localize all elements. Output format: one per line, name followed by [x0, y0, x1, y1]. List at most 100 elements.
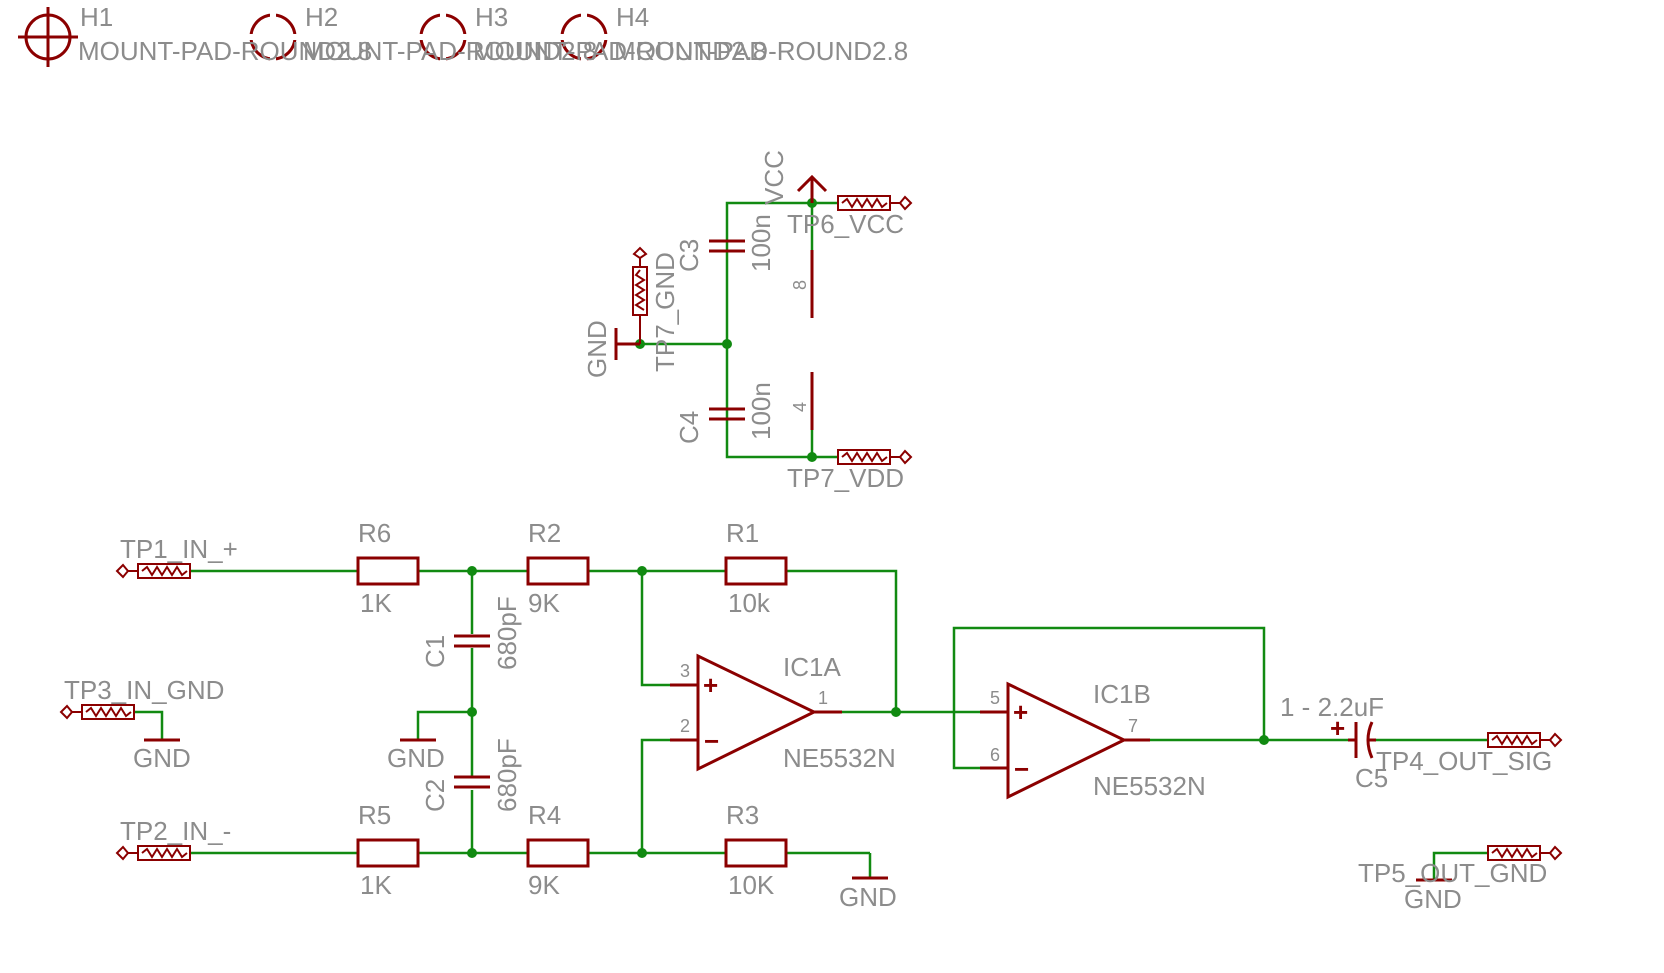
r4-ref: R4: [528, 800, 561, 830]
junction-d: [467, 848, 477, 858]
wire-ic1b-feedback: [952, 626, 1266, 770]
tp7-vdd-label: TP7_VDD: [787, 463, 904, 493]
ic1a-ref: IC1A: [783, 652, 841, 682]
tp7-gnd-label: TP7_GND: [650, 252, 680, 372]
ic1a-pin2: 2: [680, 716, 690, 736]
r5-ref: R5: [358, 800, 391, 830]
tp1-label: TP1_IN_+: [120, 534, 238, 564]
r1-value: 10k: [728, 588, 771, 618]
tp4-probe-icon: [1487, 732, 1563, 748]
capacitor-c2: [454, 775, 490, 789]
tp6-vcc-probe-icon: [837, 195, 913, 211]
ic1b-value: NE5532N: [1093, 771, 1206, 801]
junction-c: [467, 707, 477, 717]
r3-ref: R3: [726, 800, 759, 830]
resistor-r5: [356, 838, 420, 868]
r5-value: 1K: [360, 870, 392, 900]
c1-value: 680pF: [492, 596, 522, 670]
tp3-probe-icon: [59, 704, 135, 720]
wire-tp5: [1432, 851, 1488, 880]
r6-ref: R6: [358, 518, 391, 548]
c3-ref: C3: [674, 239, 704, 272]
ic1a-pin3: 3: [680, 661, 690, 681]
vcc-arrow-icon: [796, 174, 828, 203]
r4-value: 9K: [528, 870, 560, 900]
opamp-ic1b: [980, 681, 1150, 800]
h2-value: MOUNT-PAD-ROUND2.8: [303, 36, 597, 66]
ic1b-pin6: 6: [990, 745, 1000, 765]
h3-ref: H3: [475, 2, 508, 32]
ic1a-value: NE5532N: [783, 743, 896, 773]
c2-ref: C2: [420, 779, 450, 812]
mounting-hole-h4: [554, 7, 614, 67]
capacitor-c1: [454, 634, 490, 648]
capacitor-c5: [1348, 721, 1376, 759]
resistor-r6: [356, 556, 420, 586]
tp7-vdd-probe-icon: [837, 449, 913, 465]
c3-value: 100n: [746, 214, 776, 272]
tp2-probe-icon: [115, 845, 191, 861]
mounting-hole-h1: [18, 7, 78, 67]
opamp-ic1a: [670, 653, 842, 772]
capacitor-c3: [709, 239, 745, 253]
wire-cgnd: [416, 710, 472, 740]
ic1b-pin7: 7: [1128, 716, 1138, 736]
wire-r1-out: [786, 569, 898, 712]
resistor-r1: [724, 556, 788, 586]
ic1a-plus-sign: +: [703, 670, 718, 700]
junction-gnd: [722, 339, 732, 349]
r2-ref: R2: [528, 518, 561, 548]
r3-value: 10K: [728, 870, 775, 900]
resistor-r2: [526, 556, 590, 586]
resistor-r3: [724, 838, 788, 868]
gnd-c-label: GND: [387, 743, 445, 773]
h4-value: MOUNT-PAD-ROUND2.8: [614, 36, 908, 66]
gnd-symbol-power: [614, 328, 640, 360]
h4-ref: H4: [616, 2, 649, 32]
h1-ref: H1: [80, 2, 113, 32]
c1-ref: C1: [420, 635, 450, 668]
gnd-power-label: GND: [582, 320, 612, 378]
wire-tp3: [134, 710, 164, 740]
gnd-tp5-label: GND: [1404, 884, 1462, 914]
junction-vdd: [807, 452, 817, 462]
c5-ref: C5: [1355, 763, 1388, 793]
h3-value: MOUNT-PAD-ROUND2.8: [473, 36, 767, 66]
gnd-r3-label: GND: [839, 882, 897, 912]
ic1b-pin5: 5: [990, 688, 1000, 708]
c5-plus-sign: +: [1330, 713, 1345, 743]
wire-vdd: [725, 415, 838, 459]
c5-value: 1 - 2.2uF: [1280, 692, 1384, 722]
mounting-hole-h2: [243, 7, 303, 67]
ic1a-minus-sign: −: [704, 726, 719, 756]
tp6-label: TP6_VCC: [787, 209, 904, 239]
wire-ic1a-minus: [640, 738, 698, 853]
c2-value: 680pF: [492, 738, 522, 812]
r1-ref: R1: [726, 518, 759, 548]
tp2-label: TP2_IN_-: [120, 816, 231, 846]
gnd-tp3-label: GND: [133, 743, 191, 773]
tp5-label: TP5_OUT_GND: [1358, 858, 1547, 888]
wire-vcc: [725, 201, 838, 250]
capacitor-c4: [709, 407, 745, 421]
junction-a: [467, 566, 477, 576]
r2-value: 9K: [528, 588, 560, 618]
vcc-label: VCC: [759, 150, 789, 205]
ic1b-ref: IC1B: [1093, 679, 1151, 709]
ic1a-pin1: 1: [818, 688, 828, 708]
r6-value: 1K: [360, 588, 392, 618]
pin8-label: 8: [790, 280, 810, 290]
ic1b-minus-sign: −: [1014, 754, 1029, 784]
h2-ref: H2: [305, 2, 338, 32]
h1-value: MOUNT-PAD-ROUND2.8: [78, 36, 372, 66]
tp7-gnd-probe-icon: [632, 246, 648, 344]
junction-b: [637, 566, 647, 576]
tp5-probe-icon: [1487, 845, 1563, 861]
mounting-hole-h3: [413, 7, 473, 67]
tp3-label: TP3_IN_GND: [64, 675, 224, 705]
pin4-label: 4: [790, 402, 810, 412]
c4-ref: C4: [674, 411, 704, 444]
c4-value: 100n: [746, 382, 776, 440]
junction-e: [637, 848, 647, 858]
